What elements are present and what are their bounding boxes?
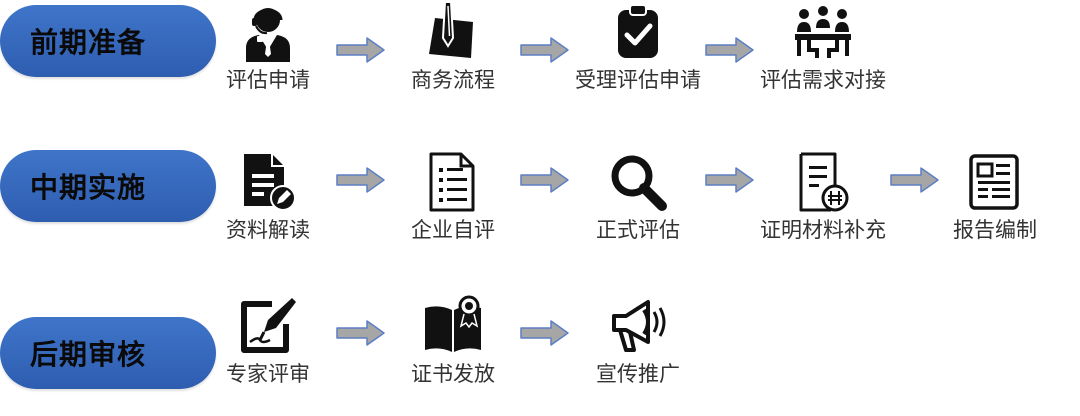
arrow-right-icon <box>890 167 939 193</box>
phase-pill-implementation: 中期实施 <box>0 150 216 222</box>
magnifier-icon <box>611 155 667 211</box>
arrow-right-icon <box>520 167 569 193</box>
step-label: 商务流程 <box>411 68 495 92</box>
step-label: 证明材料补充 <box>760 218 886 242</box>
pen-review-icon <box>241 298 296 353</box>
phase-label: 后期审核 <box>29 338 146 371</box>
step-label: 评估需求对接 <box>760 68 886 92</box>
document-edit-icon <box>244 154 296 211</box>
step-self-assessment: 企业自评 <box>368 150 538 244</box>
step-evaluation-application: 评估申请 <box>183 0 353 94</box>
phase-label: 前期准备 <box>29 26 146 59</box>
arrow-right-icon <box>520 320 569 346</box>
step-report-compilation: 报告编制 <box>910 150 1080 244</box>
arrow-right-icon <box>705 167 754 193</box>
step-label: 资料解读 <box>226 218 310 242</box>
arrow-right-icon <box>336 167 385 193</box>
step-label: 企业自评 <box>411 218 495 242</box>
step-requirement-alignment: 评估需求对接 <box>738 0 908 94</box>
step-certificate-issuance: 证书发放 <box>368 294 538 388</box>
consultant-icon <box>246 8 290 62</box>
step-business-process: 商务流程 <box>368 0 538 94</box>
arrow-right-icon <box>336 37 385 63</box>
arrow-right-icon <box>705 37 754 63</box>
certificate-book-icon <box>425 295 481 352</box>
arrow-right-icon <box>336 320 385 346</box>
step-label: 评估申请 <box>226 68 310 92</box>
step-label: 正式评估 <box>596 218 680 242</box>
phase-pill-preparation: 前期准备 <box>0 5 216 77</box>
meeting-table-icon <box>795 6 851 58</box>
step-publicity-promotion: 宣传推广 <box>553 294 723 388</box>
report-newspaper-icon <box>969 154 1019 210</box>
megaphone-icon <box>612 300 666 352</box>
checklist-icon <box>429 152 475 212</box>
clipboard-check-icon <box>618 4 658 58</box>
step-formal-evaluation: 正式评估 <box>553 150 723 244</box>
document-supplement-icon <box>799 152 849 212</box>
phase-label: 中期实施 <box>29 171 146 204</box>
step-label: 受理评估申请 <box>575 68 701 92</box>
document-pen-icon <box>429 1 473 58</box>
step-material-reading: 资料解读 <box>183 150 353 244</box>
step-label: 报告编制 <box>953 218 1037 242</box>
step-accept-application: 受理评估申请 <box>553 0 723 94</box>
step-supplementary-materials: 证明材料补充 <box>738 150 908 244</box>
step-label: 证书发放 <box>411 362 495 386</box>
step-label: 宣传推广 <box>596 362 680 386</box>
arrow-right-icon <box>520 37 569 63</box>
step-expert-review: 专家评审 <box>183 294 353 388</box>
step-label: 专家评审 <box>226 362 310 386</box>
phase-pill-review: 后期审核 <box>0 317 216 389</box>
